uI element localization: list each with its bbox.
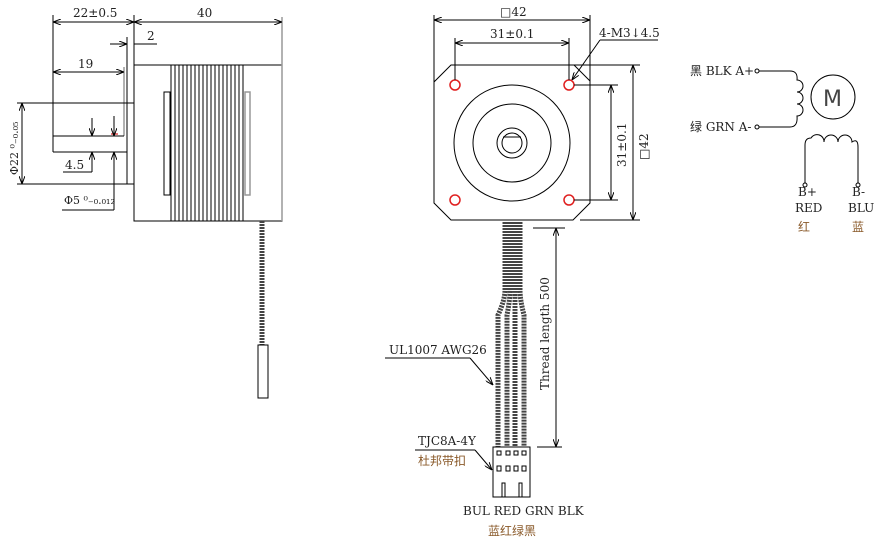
wire-colors-cn: 蓝红绿黑 [488, 523, 536, 538]
label-a-minus: 绿 GRN A- [690, 119, 751, 134]
dim-boss-dia: Φ22 ⁰₋₀.₀₅ [8, 122, 21, 175]
side-connector [257, 344, 269, 399]
connector-model: TJC8A-4Y [418, 434, 477, 448]
mount-hole [449, 194, 461, 206]
motor-letter: M [823, 87, 842, 112]
mount-hole [563, 79, 575, 91]
front-view: □42 31±0.1 4-M3↓4.5 31±0.1 □42 Thread le… [385, 5, 660, 538]
dim-shaft-length: 22±0.5 [73, 6, 117, 20]
dim-hole-spacing-h: 31±0.1 [490, 27, 534, 41]
side-view: 22±0.5 40 2 19 Φ22 ⁰₋₀.₀₅ 4.5 Φ5 ⁰₋₀.₀₁₂ [8, 6, 283, 399]
label-b-minus-cn: 蓝 [852, 220, 864, 234]
front-flange [433, 64, 591, 221]
label-b-plus-cn: 红 [798, 219, 810, 234]
label-a-plus: 黑 BLK A+ [690, 64, 754, 78]
label-b-minus: B- [852, 185, 865, 199]
dim-square-top: □42 [500, 5, 527, 19]
wire-colors: BUL RED GRN BLK [463, 504, 585, 518]
thread-length: Thread length 500 [538, 277, 552, 390]
dim-shaft-dia: Φ5 ⁰₋₀.₀₁₂ [64, 194, 115, 207]
mount-hole [449, 79, 461, 91]
wiring-schematic: 黑 BLK A+ 绿 GRN A- M B+ RED 红 B- BLU 蓝 [690, 64, 874, 234]
dim-flat: 4.5 [65, 158, 84, 172]
motor-symbol [810, 74, 856, 120]
dim-square-side: □42 [637, 133, 651, 160]
motor-body [133, 64, 283, 222]
wire-spec: UL1007 AWG26 [389, 343, 487, 357]
dim-boss: 2 [147, 29, 155, 43]
dim-holes: 4-M3↓4.5 [599, 26, 660, 40]
connector [492, 446, 531, 498]
dim-hole-spacing-v: 31±0.1 [615, 123, 629, 167]
connector-cn: 杜邦带扣 [418, 453, 466, 468]
dim-19: 19 [78, 57, 93, 71]
label-b-plus: B+ [798, 185, 817, 199]
wire-bundle [495, 222, 527, 447]
label-b-plus-color: RED [795, 201, 822, 215]
laminations [170, 65, 244, 221]
mount-hole [563, 194, 575, 206]
label-b-minus-color: BLU [848, 201, 874, 215]
dim-body-length: 40 [197, 6, 212, 20]
